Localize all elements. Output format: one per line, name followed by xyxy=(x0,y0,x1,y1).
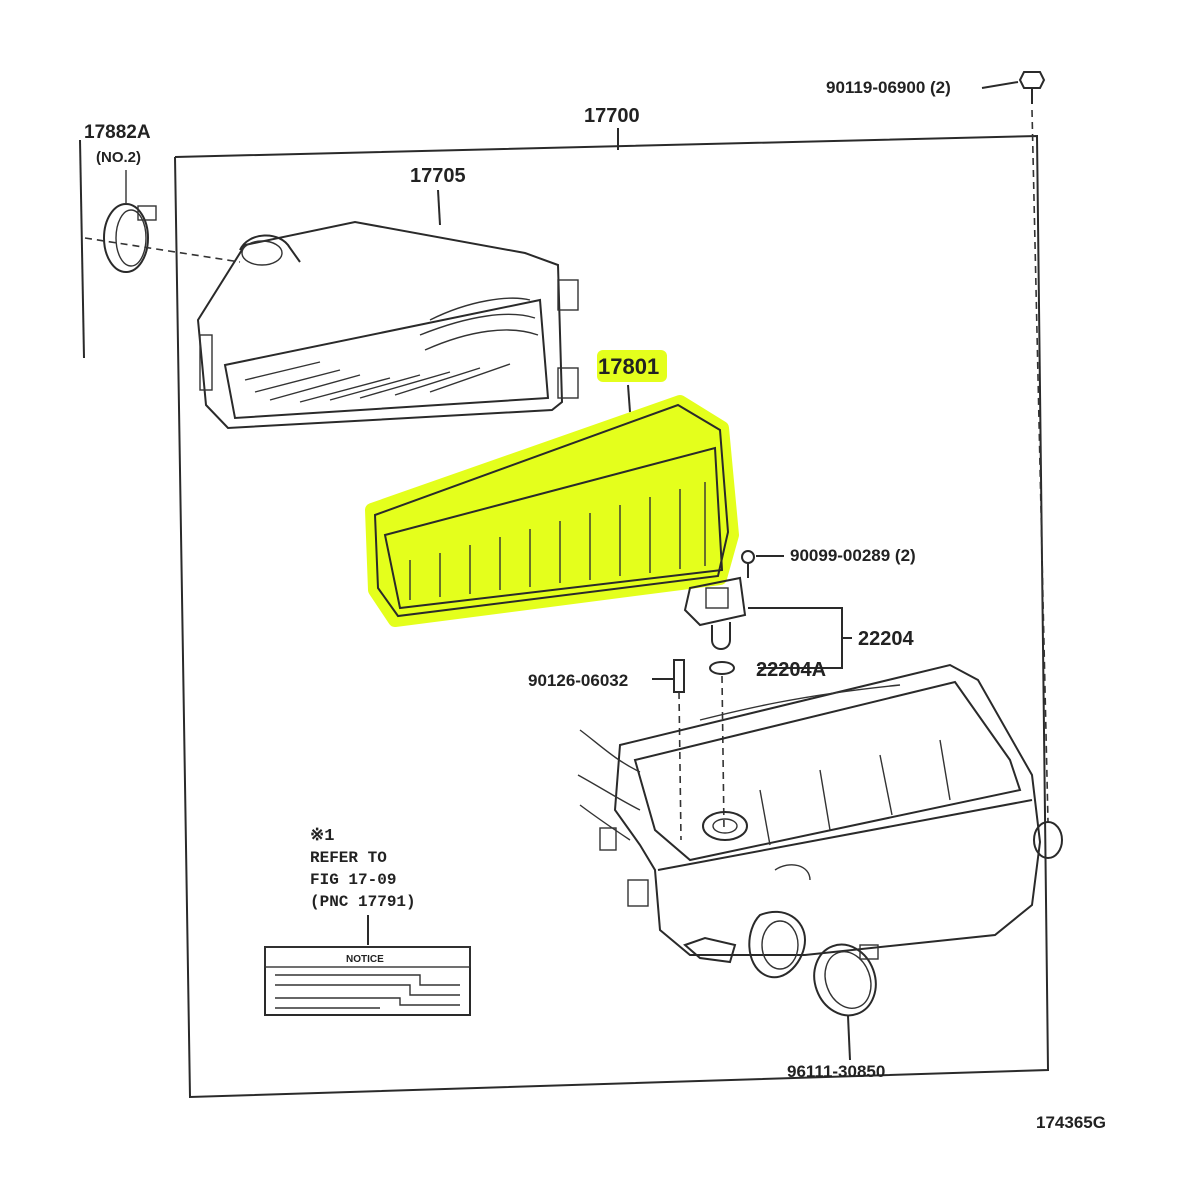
label-clamp-bottom: 96111-30850 xyxy=(787,1062,885,1081)
label-assembly: 17700 xyxy=(584,105,640,127)
label-bolt-top: 90119-06900 (2) xyxy=(826,78,951,97)
label-clamp-top: 17882A xyxy=(84,122,151,143)
air-filter-element xyxy=(365,350,739,627)
label-fig-code: 174365G xyxy=(1036,1113,1106,1132)
label-clamp-top-note: (NO.2) xyxy=(96,149,141,166)
notice-plate xyxy=(264,915,471,1016)
top-bolt xyxy=(981,71,1049,823)
element-label-highlight xyxy=(597,350,667,382)
air-cleaner-cap xyxy=(196,189,579,430)
clamp-top-leader-line xyxy=(79,139,85,359)
air-cleaner-case xyxy=(577,663,1063,979)
label-stud: 90126-06032 xyxy=(528,671,628,690)
sensor-screw xyxy=(741,550,784,578)
label-screw: 90099-00289 (2) xyxy=(790,546,916,565)
label-element: 17801 xyxy=(598,354,659,379)
assembly-frame xyxy=(79,128,1050,1099)
label-sensor-gasket: 22204A xyxy=(756,659,826,681)
clamp-top xyxy=(84,170,241,273)
sensor-gasket xyxy=(709,661,735,675)
air-flow-meter xyxy=(683,576,852,675)
notice-plate-title: NOTICE xyxy=(346,954,384,965)
note-line-1: REFER TO xyxy=(310,849,387,867)
stud-bolt xyxy=(652,659,725,841)
note-line-2: FIG 17-09 xyxy=(310,871,396,889)
note-symbol: ※1 xyxy=(310,827,334,846)
label-sensor: 22204 xyxy=(858,628,914,650)
clamp-bottom xyxy=(813,943,879,1061)
label-cap: 17705 xyxy=(410,165,466,187)
note-line-3: (PNC 17791) xyxy=(310,893,416,911)
